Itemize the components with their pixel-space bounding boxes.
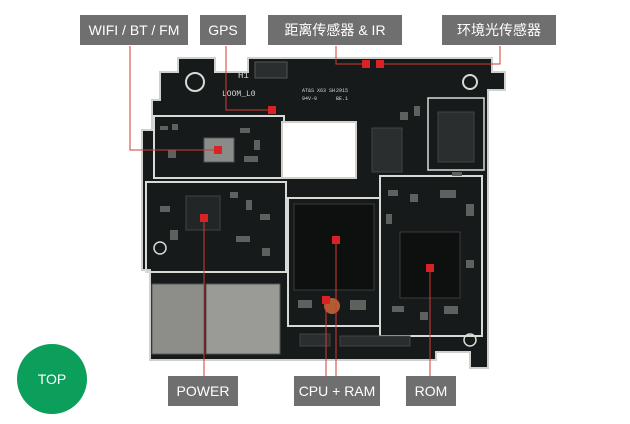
mounting-hole [185,72,205,92]
mounting-hole [153,241,167,255]
leader-ambient [380,46,501,65]
leader-proximity [335,46,366,65]
marker-proximity [362,60,370,68]
label-cpu-ram: CPU + RAM [294,376,380,406]
silk-code2: 94V-0 [302,96,317,102]
cpu-ram-chip [293,203,375,291]
leader-lines [129,46,501,376]
silk-code3: 2915 [336,88,348,94]
mounting-hole [462,74,478,90]
connector-mid [299,333,331,347]
marker-rom [426,264,434,272]
markers [200,60,434,304]
marker-cpu-2 [322,296,330,304]
shield-outline-left [145,181,287,273]
label-proximity-ir: 距离传感器 & IR [268,15,402,45]
label-wifi-bt-fm: WIFI / BT / FM [80,15,188,45]
marker-cpu [332,236,340,244]
camera-connector [437,111,475,163]
mounting-hole [463,333,477,347]
shield-outline-right [379,175,483,337]
label-ambient-light: 环境光传感器 [442,15,556,45]
silk-main: LOOM_L0 [222,90,256,99]
label-gps: GPS [200,15,246,45]
sim-slot [151,283,205,355]
top-flex-connector [254,61,288,79]
silk-code1: AT&S X63 SH [302,88,335,94]
sd-slot [205,283,281,355]
marker-gps [268,106,276,114]
shield-outline-top-right [427,97,485,171]
top-badge: TOP [17,344,87,414]
connector-right [371,127,403,173]
label-power: POWER [168,376,238,406]
marker-ambient [376,60,384,68]
connector-bottom [339,335,411,347]
component-scatter [160,106,474,320]
silk-h1: H1 [238,71,249,81]
marker-power [200,214,208,222]
leader-gps [225,46,272,111]
label-rom: ROM [406,376,456,406]
silk-code4: BE.1 [336,96,348,102]
board-cutout [281,121,357,179]
power-ic [185,195,221,231]
marker-wifi [214,146,222,154]
leader-wifi [129,46,218,151]
